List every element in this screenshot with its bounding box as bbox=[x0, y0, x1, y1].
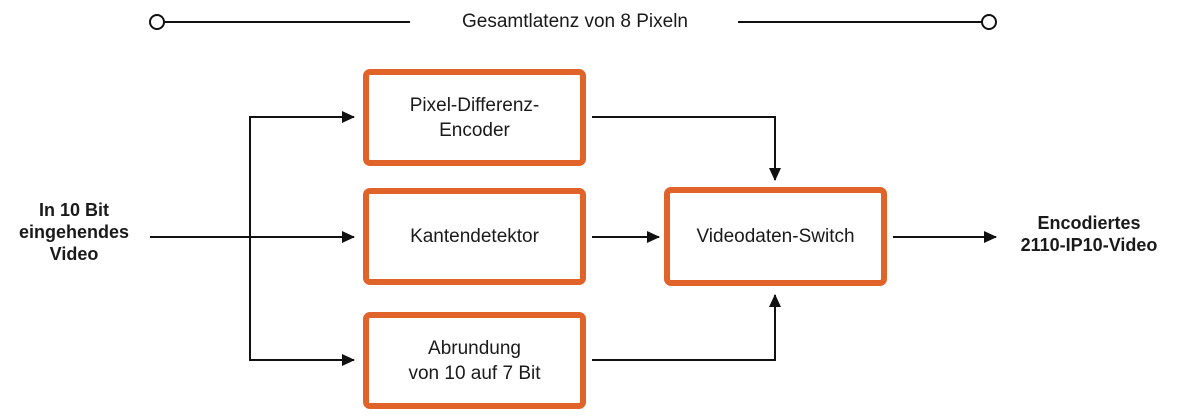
rounding-label: Abrundung von 10 auf 7 Bit bbox=[370, 336, 579, 386]
edge-detector-box bbox=[363, 188, 586, 285]
output-label-line-2: 2110-IP10-Video bbox=[1020, 235, 1158, 255]
pixel-difference-encoder-line-1: Pixel-Differenz- bbox=[409, 95, 540, 116]
rounding-line-1: Abrundung bbox=[428, 338, 521, 359]
switch-connectors bbox=[592, 116, 997, 361]
video-data-switch-label: Videodaten-Switch bbox=[696, 226, 855, 247]
input-label-line-1: In 10 Bit bbox=[38, 200, 109, 220]
pixel-difference-encoder-box bbox=[363, 69, 586, 166]
input-label-line-2: eingehendes bbox=[18, 222, 130, 242]
video-data-switch-box bbox=[664, 187, 887, 286]
output-label: Encodiertes 2110-IP10-Video bbox=[998, 212, 1180, 256]
output-label-line-1: Encodiertes bbox=[1037, 213, 1141, 233]
edge-detector-label: Kantendetektor bbox=[410, 226, 539, 247]
pixel-difference-encoder-label: Pixel-Differenz- Encoder bbox=[370, 93, 579, 143]
rounding-line-2: von 10 auf 7 Bit bbox=[408, 363, 541, 384]
rounding-box bbox=[363, 312, 586, 409]
input-label: In 10 Bit eingehendes Video bbox=[8, 199, 140, 265]
input-label-line-3: Video bbox=[49, 244, 99, 264]
total-latency-label: Gesamtlatenz von 8 Pixeln bbox=[461, 11, 688, 32]
latency-start-marker bbox=[149, 14, 165, 30]
latency-bar bbox=[149, 14, 997, 30]
pixel-difference-encoder-line-2: Encoder bbox=[439, 120, 510, 141]
input-connector bbox=[150, 111, 355, 366]
latency-end-marker bbox=[981, 14, 997, 30]
